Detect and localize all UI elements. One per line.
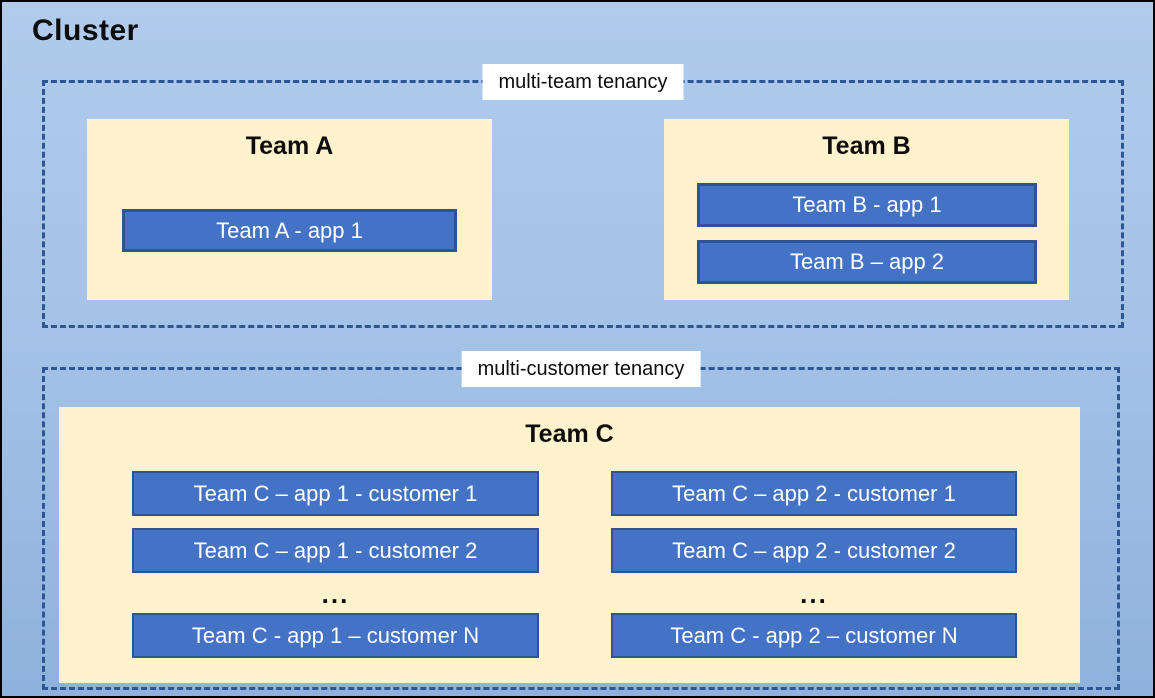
team-b-title: Team B xyxy=(822,132,911,160)
team-a-box: Team A Team A - app 1 xyxy=(87,119,492,300)
team-b-app-2-box: Team B – app 2 xyxy=(697,240,1037,284)
team-a-app-1-box: Team A - app 1 xyxy=(122,209,457,252)
team-c-app-2-customer-1-box: Team C – app 2 - customer 1 xyxy=(611,471,1017,516)
cluster-title: Cluster xyxy=(32,14,139,47)
multi-customer-tenancy-zone: multi-customer tenancy xyxy=(42,351,1120,690)
team-b-app-1-box: Team B - app 1 xyxy=(697,183,1037,227)
team-c-app-1-customer-2-box: Team C – app 1 - customer 2 xyxy=(132,528,539,573)
team-c-title: Team C xyxy=(525,420,614,448)
team-c-box: Team C Team C – app 1 - customer 1 Team … xyxy=(59,407,1080,683)
team-c-app-1-customer-n-box: Team C - app 1 – customer N xyxy=(132,613,539,658)
multi-team-tenancy-zone: multi-team tenancy xyxy=(42,64,1124,328)
team-c-app-2-customer-2-box: Team C – app 2 - customer 2 xyxy=(611,528,1017,573)
team-c-app-1-customer-1-box: Team C – app 1 - customer 1 xyxy=(132,471,539,516)
team-a-title: Team A xyxy=(245,132,334,160)
team-c-app-2-ellipsis: ... xyxy=(800,578,828,609)
team-c-app-2-customer-n-box: Team C - app 2 – customer N xyxy=(611,613,1017,658)
team-c-app-1-ellipsis: ... xyxy=(321,578,350,609)
multi-team-tenancy-label: multi-team tenancy xyxy=(482,64,684,100)
multi-customer-tenancy-label: multi-customer tenancy xyxy=(461,351,701,387)
team-b-box: Team B Team B - app 1 Team B – app 2 xyxy=(664,119,1069,300)
